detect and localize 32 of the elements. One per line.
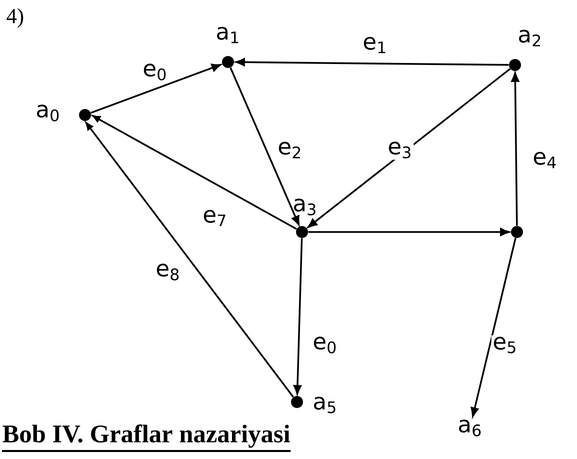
edge-label: e$_{5}$	[491, 335, 519, 355]
edge-label: e$_{7}$	[201, 208, 229, 228]
arrow	[85, 122, 294, 398]
arrow	[470, 238, 516, 417]
arrow	[511, 72, 520, 226]
arrow	[308, 68, 511, 228]
edge-label: e$_{3}$	[386, 140, 414, 160]
arrow	[236, 58, 509, 66]
edge-label: e$_{4}$	[531, 150, 559, 170]
edge-label: e$_{0}$	[141, 62, 169, 82]
vertex-dot	[291, 396, 303, 408]
vertex-label: a$_{6}$	[459, 420, 481, 436]
arrow	[90, 64, 222, 114]
arrow	[230, 67, 300, 226]
vertex-label: a$_{1}$	[217, 26, 238, 44]
vertex-dot	[296, 226, 308, 238]
vertex-label: a$_{2}$	[519, 30, 540, 46]
arrow	[293, 238, 303, 394]
edge-label: e$_{0}$	[311, 335, 339, 355]
arrow	[308, 228, 510, 236]
edge-label: e$_{1}$	[361, 36, 389, 54]
figure-number: 4)	[6, 8, 24, 28]
vertex-label: a$_{0}$	[37, 104, 59, 122]
edge-label: e$_{2}$	[276, 140, 304, 160]
vertex-dot	[509, 59, 521, 71]
edge-label: e$_{8}$	[154, 262, 182, 282]
vertex-label: a$_{5}$	[314, 396, 336, 414]
chapter-heading: Bob IV. Graflar nazariyasi	[2, 424, 290, 448]
arrow	[92, 115, 297, 230]
vertex-dot	[222, 56, 234, 68]
vertex-dot	[511, 226, 523, 238]
vertex-label: a$_{3}$	[294, 198, 316, 216]
